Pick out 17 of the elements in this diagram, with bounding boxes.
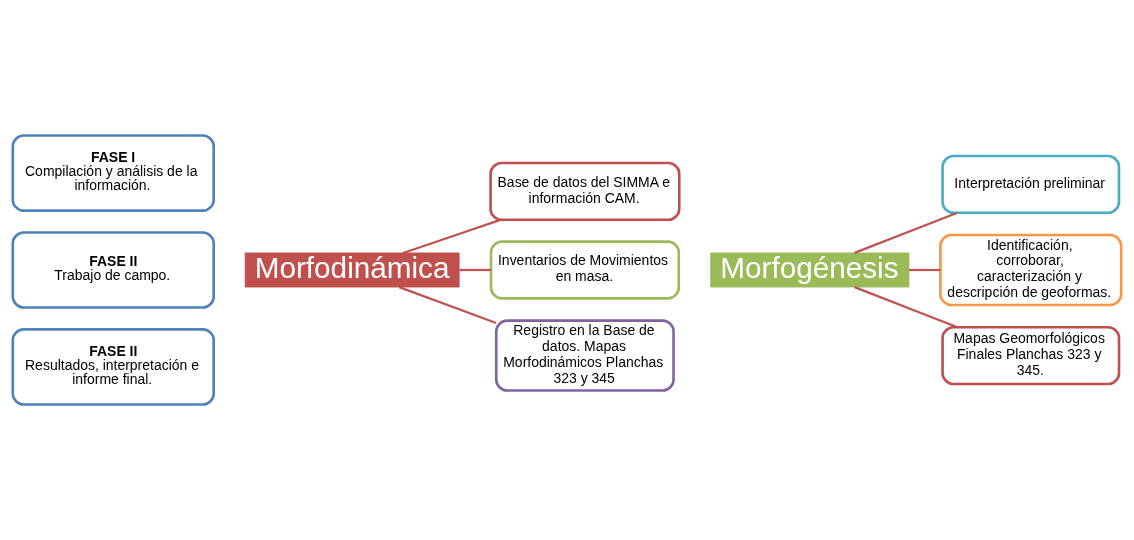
node-box: FASE II Resultados, interpretación e informe final. <box>11 328 215 406</box>
connector <box>459 268 491 272</box>
node-box: Morfodinámica <box>244 252 460 288</box>
connector <box>854 286 958 329</box>
node-box: Inventarios de Movimientos en masa. <box>489 240 681 300</box>
connector <box>854 211 958 254</box>
node-box: Morfogénesis <box>710 252 910 288</box>
node-box: FASE II Trabajo de campo. <box>11 231 215 309</box>
connector <box>909 268 941 272</box>
node-box: Identificación, corroborar, caracterización y descripción de geoformas. <box>939 233 1123 307</box>
connector <box>402 218 501 254</box>
node-box: Registro en la Base de datos. Mapas Morfodinámicos Planchas 323 y 345 <box>494 319 675 392</box>
node-box: Base de datos del SIMMA e información CAM. <box>489 161 681 222</box>
node-box: Mapas Geomorfológicos Finales Planchas 323 y 345. <box>941 325 1121 386</box>
node-box: Interpretación preliminar <box>941 154 1121 215</box>
connector <box>398 286 497 325</box>
node-box: FASE I Compilación y análisis de la información. <box>11 134 215 212</box>
